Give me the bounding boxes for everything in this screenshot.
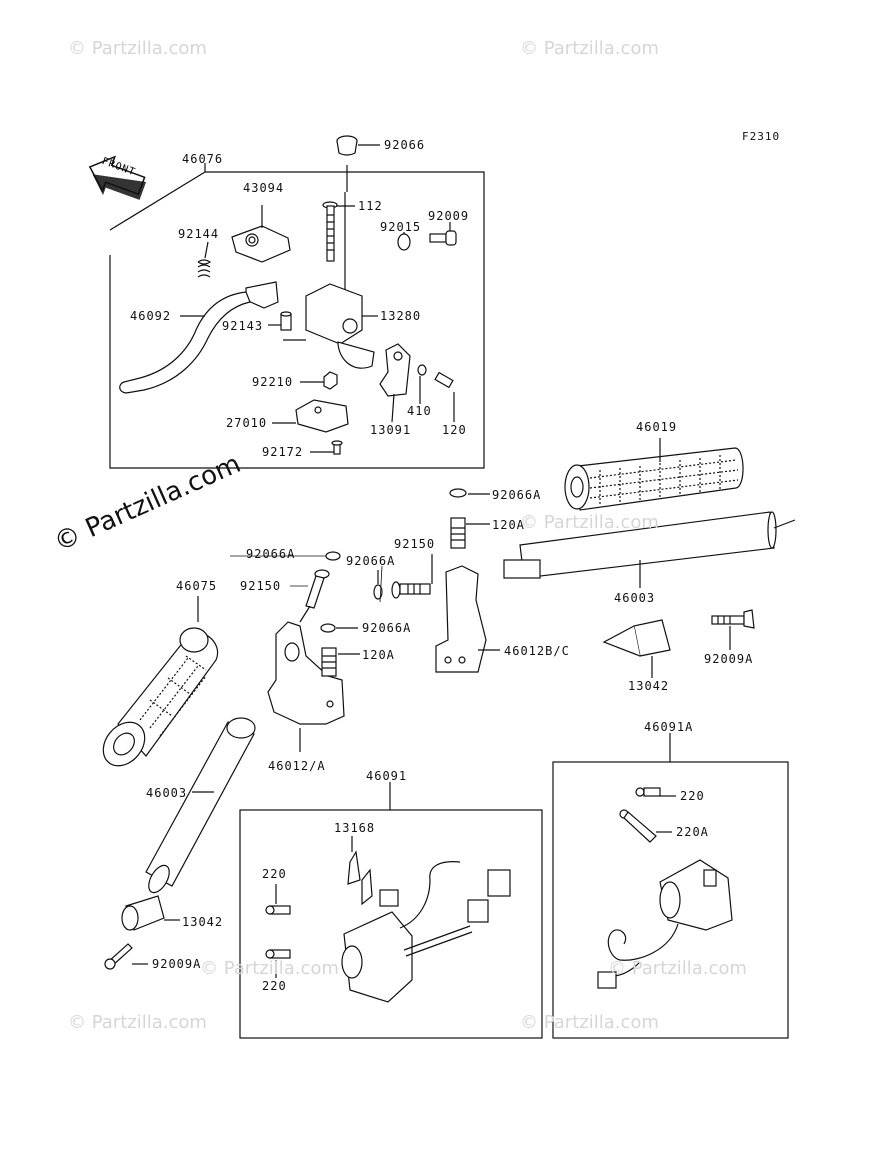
- part-13091-clamp: [379, 343, 411, 423]
- part-92143: [268, 311, 292, 331]
- part-label: 220: [680, 789, 705, 803]
- part-92172-screw: [310, 440, 343, 455]
- part-120A-bolt-top: [450, 517, 490, 549]
- part-92009A-left: [104, 943, 148, 970]
- part-46019-grip: [564, 438, 744, 511]
- part-label: 46012/A: [268, 759, 326, 773]
- part-label: 27010: [226, 416, 268, 430]
- part-43094: [231, 205, 291, 263]
- part-92150-bolt-mid: [391, 554, 433, 599]
- part-92066A-left-3: [320, 623, 358, 633]
- part-label: 120A: [492, 518, 525, 532]
- part-label: 120A: [362, 648, 395, 662]
- part-92066-cap: [336, 135, 380, 192]
- part-label: 46091A: [644, 720, 694, 734]
- part-46075-grip: [102, 596, 219, 767]
- part-label: 120: [442, 423, 467, 437]
- part-410-washer: [417, 364, 427, 404]
- part-92066A-left-1: [325, 551, 341, 561]
- part-46012BC-housing: [435, 565, 500, 673]
- part-label: 92172: [262, 445, 304, 459]
- leader-46076: [109, 171, 206, 231]
- part-92066A-washer-top: [449, 488, 490, 498]
- watermark: © Partzilla.com: [520, 1012, 659, 1033]
- part-46003-tube-left: [145, 717, 256, 894]
- part-92009: [429, 222, 457, 246]
- part-label: 112: [358, 199, 383, 213]
- part-label: 92143: [222, 319, 264, 333]
- part-label: 46091: [366, 769, 408, 783]
- part-label: 92009A: [704, 652, 754, 666]
- part-label: 92150: [240, 579, 282, 593]
- part-46012A-housing: [267, 621, 345, 752]
- part-46003-tube-right: [503, 511, 796, 588]
- part-label: 92144: [178, 227, 220, 241]
- part-label: 92009: [428, 209, 470, 223]
- figure-code: F2310: [742, 130, 781, 143]
- part-92009A-right: [711, 609, 755, 650]
- part-92015: [397, 232, 411, 251]
- part-27010-switch: [272, 399, 349, 433]
- watermark: © Partzilla.com: [520, 512, 659, 533]
- part-label: 46012B/C: [504, 644, 570, 658]
- part-13042-left: [121, 895, 180, 931]
- part-13042-right: [602, 619, 671, 678]
- part-label: 13168: [334, 821, 376, 835]
- part-13280-perch: [283, 192, 378, 369]
- watermark: © Partzilla.com: [68, 38, 207, 59]
- part-label: 46003: [614, 591, 656, 605]
- part-label: 92066A: [362, 621, 412, 635]
- watermark: © Partzilla.com: [608, 958, 747, 979]
- part-112-bolt: [322, 201, 355, 262]
- box-46076: [109, 171, 485, 469]
- part-label: 92009A: [152, 957, 202, 971]
- part-92144-spring: [197, 241, 212, 278]
- watermark: © Partzilla.com: [200, 958, 339, 979]
- part-46091A-switch: [597, 859, 733, 989]
- box-46091: [239, 809, 543, 1039]
- part-label: 13042: [182, 915, 224, 929]
- part-label: 46075: [176, 579, 218, 593]
- part-label: 46019: [636, 420, 678, 434]
- watermark: © Partzilla.com: [68, 1012, 207, 1033]
- part-120A-left: [321, 647, 360, 677]
- part-label: 13280: [380, 309, 422, 323]
- part-label: 92066: [384, 138, 426, 152]
- part-label: 92066A: [492, 488, 542, 502]
- part-label: 92015: [380, 220, 422, 234]
- part-label: 220: [262, 867, 287, 881]
- part-label: 92210: [252, 375, 294, 389]
- part-label: 92066A: [246, 547, 296, 561]
- part-label: 220: [262, 979, 287, 993]
- part-46091-switch: [341, 836, 511, 1003]
- part-92210-nut: [300, 371, 338, 390]
- part-label: 92066A: [346, 554, 396, 568]
- part-label: 13042: [628, 679, 670, 693]
- part-92150-left: [299, 569, 330, 623]
- part-label: 410: [407, 404, 432, 418]
- front-arrow: [88, 155, 147, 200]
- part-label: 92150: [394, 537, 436, 551]
- part-label: 46003: [146, 786, 188, 800]
- part-label: 13091: [370, 423, 412, 437]
- part-220-screws-left: [265, 884, 291, 978]
- part-label: 46092: [130, 309, 172, 323]
- part-label: 220A: [676, 825, 709, 839]
- part-120-bolt: [434, 371, 455, 422]
- watermark: © Partzilla.com: [520, 38, 659, 59]
- part-220-screws-right: [619, 787, 676, 843]
- part-46092-lever: [119, 281, 279, 394]
- part-label: 46076: [182, 152, 224, 166]
- part-label: 43094: [243, 181, 285, 195]
